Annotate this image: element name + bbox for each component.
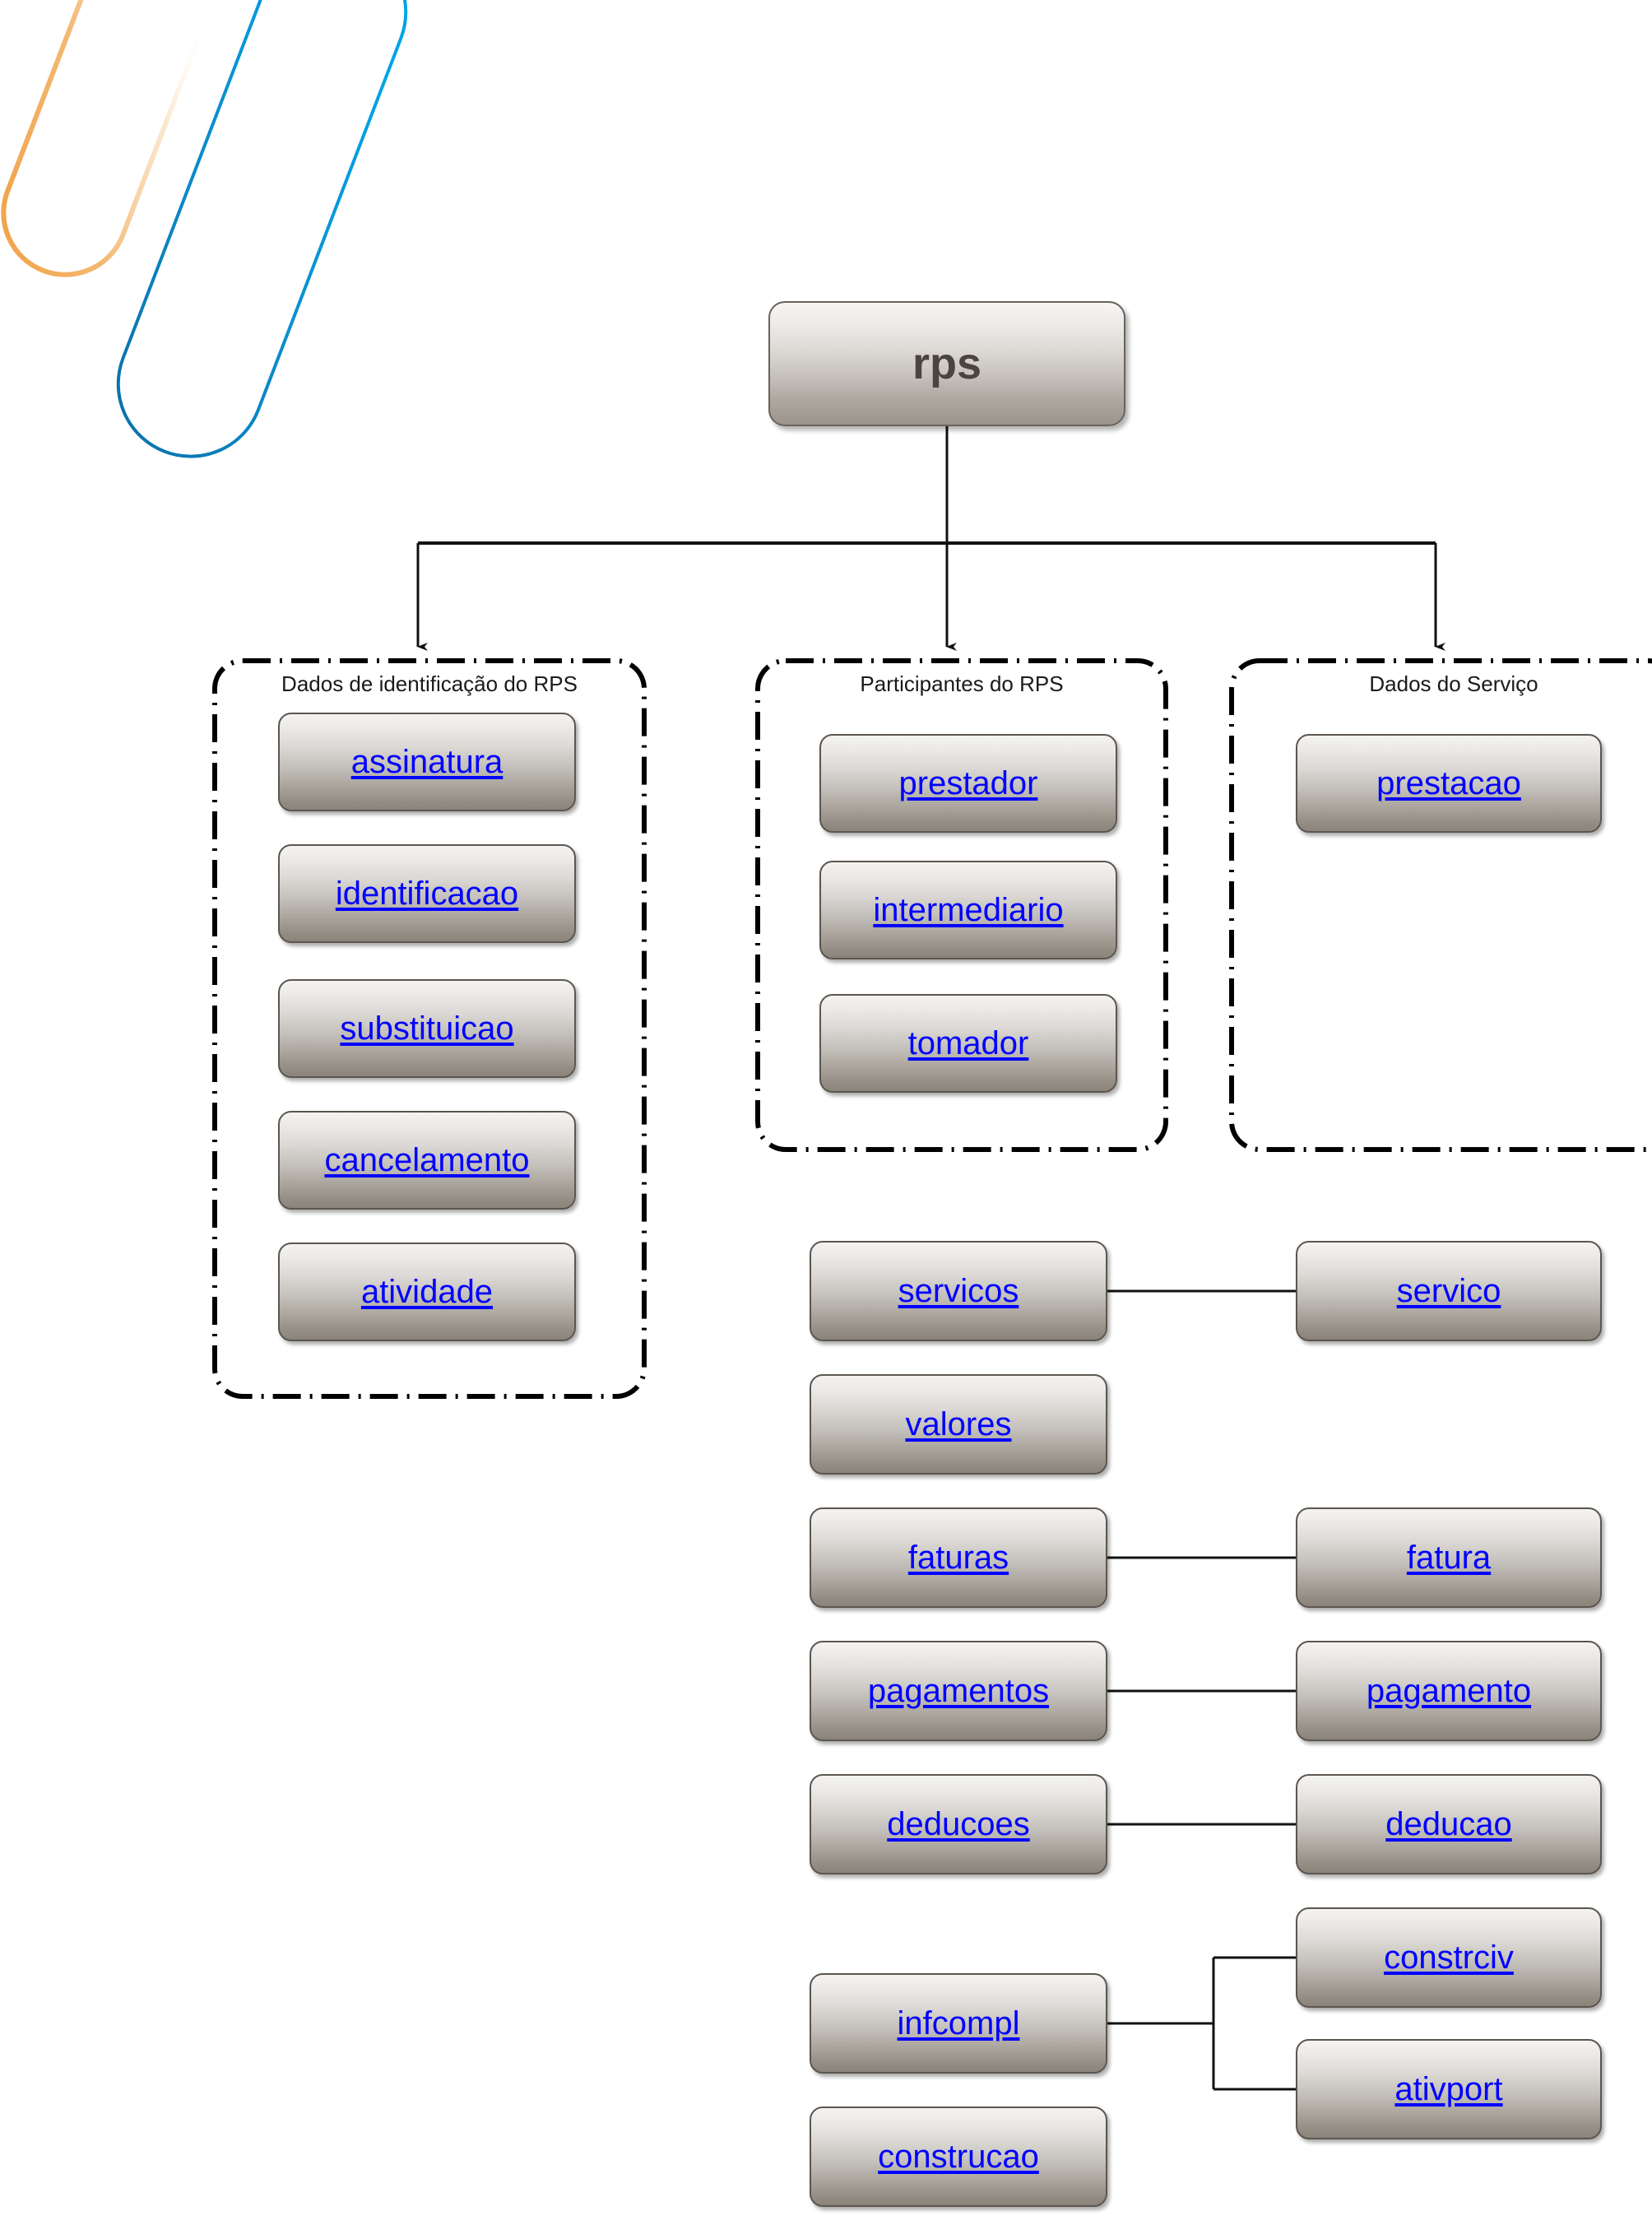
node-rps[interactable]: rps bbox=[768, 301, 1125, 426]
node-servicos[interactable]: servicos bbox=[810, 1241, 1107, 1341]
node-infcompl[interactable]: infcompl bbox=[810, 1973, 1107, 2074]
node-deducao[interactable]: deducao bbox=[1296, 1774, 1602, 1874]
node-label: servico bbox=[1396, 1273, 1501, 1309]
node-cancelamento[interactable]: cancelamento bbox=[278, 1111, 576, 1210]
node-tomador[interactable]: tomador bbox=[819, 994, 1117, 1093]
node-atividade[interactable]: atividade bbox=[278, 1243, 576, 1341]
group-dados-servico: Dados do Serviço bbox=[1229, 658, 1652, 1152]
node-label: ativport bbox=[1394, 2071, 1503, 2107]
group-frame bbox=[755, 658, 1168, 1152]
node-label: fatura bbox=[1406, 1540, 1492, 1576]
node-label: tomador bbox=[907, 1025, 1029, 1061]
node-faturas[interactable]: faturas bbox=[810, 1507, 1107, 1608]
node-intermediario[interactable]: intermediario bbox=[819, 861, 1117, 959]
deco-stadium-blue bbox=[116, 0, 408, 458]
node-fatura[interactable]: fatura bbox=[1296, 1507, 1602, 1608]
node-pagamento[interactable]: pagamento bbox=[1296, 1641, 1602, 1741]
node-label: substituicao bbox=[340, 1010, 514, 1047]
node-pagamentos[interactable]: pagamentos bbox=[810, 1641, 1107, 1741]
node-label: prestador bbox=[898, 765, 1038, 801]
node-valores[interactable]: valores bbox=[810, 1374, 1107, 1475]
node-prestacao[interactable]: prestacao bbox=[1296, 734, 1602, 833]
node-label: deducoes bbox=[887, 1806, 1030, 1842]
group-border-path bbox=[755, 658, 1168, 1152]
decorative-ribbons bbox=[1, 0, 408, 458]
node-label: assinatura bbox=[350, 744, 503, 780]
node-substituicao[interactable]: substituicao bbox=[278, 979, 576, 1078]
node-label: rps bbox=[912, 339, 982, 388]
node-ativport[interactable]: ativport bbox=[1296, 2039, 1602, 2139]
node-label: deducao bbox=[1385, 1806, 1512, 1842]
node-label: cancelamento bbox=[324, 1142, 530, 1178]
node-label: constrciv bbox=[1384, 1939, 1514, 1976]
node-label: pagamentos bbox=[867, 1673, 1050, 1709]
node-construcao[interactable]: construcao bbox=[810, 2107, 1107, 2207]
node-label: atividade bbox=[360, 1274, 494, 1310]
node-label: identificacao bbox=[335, 876, 519, 912]
node-identificacao[interactable]: identificacao bbox=[278, 844, 576, 943]
node-prestador[interactable]: prestador bbox=[819, 734, 1117, 833]
group-frame bbox=[1229, 658, 1652, 1152]
node-label: valores bbox=[905, 1406, 1012, 1442]
node-servico[interactable]: servico bbox=[1296, 1241, 1602, 1341]
node-label: faturas bbox=[907, 1540, 1009, 1576]
node-label: prestacao bbox=[1376, 765, 1521, 801]
node-label: construcao bbox=[878, 2139, 1039, 2175]
group-border-path bbox=[212, 658, 647, 1399]
node-constrciv[interactable]: constrciv bbox=[1296, 1907, 1602, 2008]
node-label: servicos bbox=[898, 1273, 1019, 1309]
group-dados-identificacao: Dados de identificação do RPS bbox=[212, 658, 647, 1399]
node-deducoes[interactable]: deducoes bbox=[810, 1774, 1107, 1874]
group-label: Dados do Serviço bbox=[1369, 671, 1538, 696]
deco-stadium-orange bbox=[1, 0, 227, 277]
group-label: Participantes do RPS bbox=[860, 671, 1064, 696]
node-label: infcompl bbox=[897, 2005, 1020, 2042]
node-label: intermediario bbox=[873, 892, 1064, 928]
group-frame bbox=[212, 658, 647, 1399]
group-label: Dados de identificação do RPS bbox=[281, 671, 578, 696]
group-participantes: Participantes do RPS bbox=[755, 658, 1168, 1152]
node-assinatura[interactable]: assinatura bbox=[278, 713, 576, 811]
node-label: pagamento bbox=[1366, 1673, 1532, 1709]
